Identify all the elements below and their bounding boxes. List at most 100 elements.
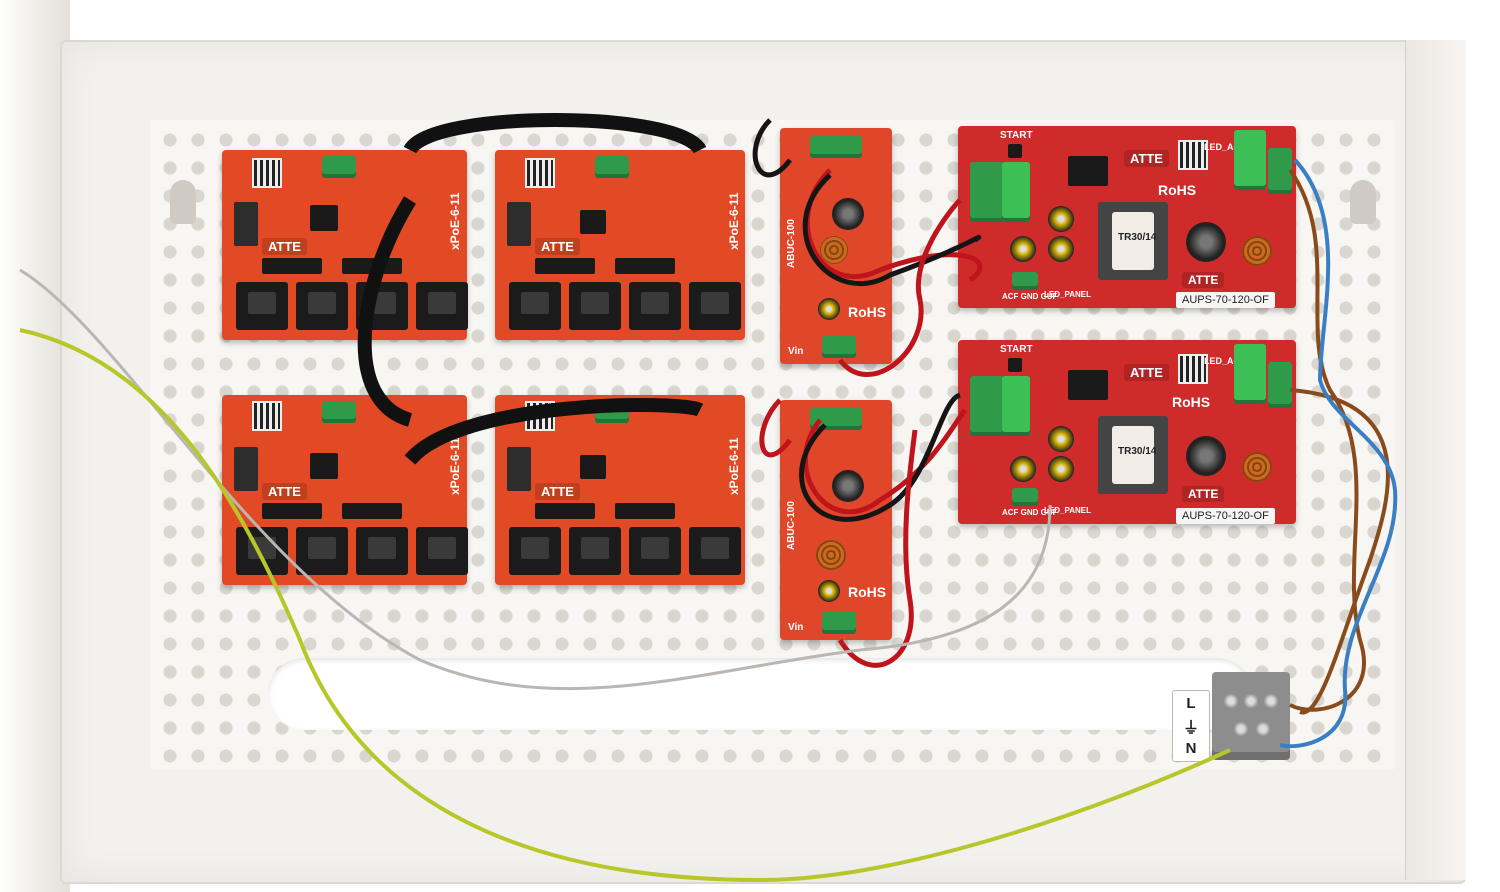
rj45-port[interactable] [689,282,741,330]
dip-switch [507,202,531,246]
led-panel-label: LED_PANEL [1044,290,1091,299]
mains-label-plate: L ⏚ N [1172,690,1210,762]
heatsink [1068,370,1108,400]
ic-chip [310,453,338,479]
inductor-coil [820,236,848,264]
rj45-port[interactable] [236,282,288,330]
live-wire [1288,168,1366,712]
terminal-block [322,401,356,423]
terminal-screw [1256,722,1270,736]
enclosure-right-wall [1405,40,1466,880]
heatsink [1068,156,1108,186]
rj45-port[interactable] [296,282,348,330]
atte-logo: ATTE [1124,150,1169,167]
poe-switch-board: ATTE xPoE-6-11 [495,150,745,340]
atte-logo: ATTE [1182,486,1225,502]
rj45-port[interactable] [416,282,468,330]
power-supply-board: START ATTE LED_AC RoHS TR30/14 ACF GND G… [958,126,1296,308]
qr-code [252,401,282,431]
rj45-port[interactable] [509,282,561,330]
start-button[interactable] [1008,144,1022,158]
rj45-port[interactable] [509,527,561,575]
terminal-block [595,156,629,178]
ic-chip [615,503,675,519]
ic-chip [580,455,606,479]
atte-logo: ATTE [262,238,307,255]
ic-chip [310,205,338,231]
rj45-port[interactable] [569,282,621,330]
dip-switch [234,447,258,491]
mounting-keyhole [1350,180,1376,224]
capacitor [1048,236,1074,262]
qr-code [1178,354,1208,384]
atte-logo: ATTE [1182,272,1225,288]
qr-code [252,158,282,188]
cable-slot [268,658,1253,730]
mains-terminal-block [1212,672,1290,760]
rj45-port-row [509,282,741,330]
vin-label: Vin [788,622,804,633]
atte-logo: ATTE [1124,364,1169,381]
power-wire [759,398,792,458]
earth-wire [19,328,1231,883]
vin-label: Vin [788,346,804,357]
patch-cable [357,196,416,427]
rj45-port[interactable] [416,527,468,575]
capacitor [1048,426,1074,452]
rj45-port[interactable] [569,527,621,575]
rohs-mark: RoHS [1158,182,1197,198]
enclosure-left-wall [0,0,70,892]
rohs-mark: RoHS [1172,394,1211,410]
capacitor [1010,236,1036,262]
start-button[interactable] [1008,358,1022,372]
terminal-block [1268,362,1292,408]
start-label: START [1000,344,1033,355]
rj45-port[interactable] [689,527,741,575]
live-wire [1289,388,1390,715]
atte-logo: ATTE [262,483,307,500]
neutral-label: N [1185,740,1197,757]
ic-chip [535,258,595,274]
power-wire [799,392,962,522]
capacitor [1010,456,1036,482]
terminal-block [1012,488,1038,506]
model-tag: AUPS-70-120-OF [1176,508,1275,524]
fuse-holder [1002,162,1030,222]
rj45-port[interactable] [629,282,681,330]
dip-switch [234,202,258,246]
ic-chip [262,258,322,274]
transformer: TR30/14 [1098,416,1168,494]
power-wire [802,408,968,515]
terminal-screw [1264,694,1278,708]
mounting-keyhole [170,180,196,224]
ic-chip [342,503,402,519]
power-wire [804,168,983,283]
terminal-block [822,336,856,358]
poe-switch-board: ATTE xPoE-6-11 [495,395,745,585]
capacitor [832,470,864,502]
capacitor [1048,456,1074,482]
terminal-screw [1244,694,1258,708]
atte-logo: ATTE [535,483,580,500]
led-ac-label: LED_AC [1204,142,1241,152]
rj45-port[interactable] [356,527,408,575]
ic-chip [262,503,322,519]
power-wire [838,198,962,377]
terminal-screw [1234,722,1248,736]
fuse-holder [1234,130,1266,190]
power-wire [802,173,982,286]
terminal-block [970,376,1004,436]
terminal-block [822,612,856,634]
led-ac-label: LED_AC [1204,356,1241,366]
patch-cable [403,113,707,155]
signal-wire [19,268,1052,691]
rj45-port[interactable] [629,527,681,575]
terminal-screw [1224,694,1238,708]
power-supply-board: START ATTE LED_AC RoHS TR30/14 ACF GND G… [958,340,1296,524]
rj45-port[interactable] [296,527,348,575]
led-panel-label: LED_PANEL [1044,506,1091,515]
rj45-port-row [509,527,741,575]
rohs-mark: RoHS [848,304,887,320]
model-tag: AUPS-70-120-OF [1176,292,1275,308]
capacitor [818,580,840,602]
